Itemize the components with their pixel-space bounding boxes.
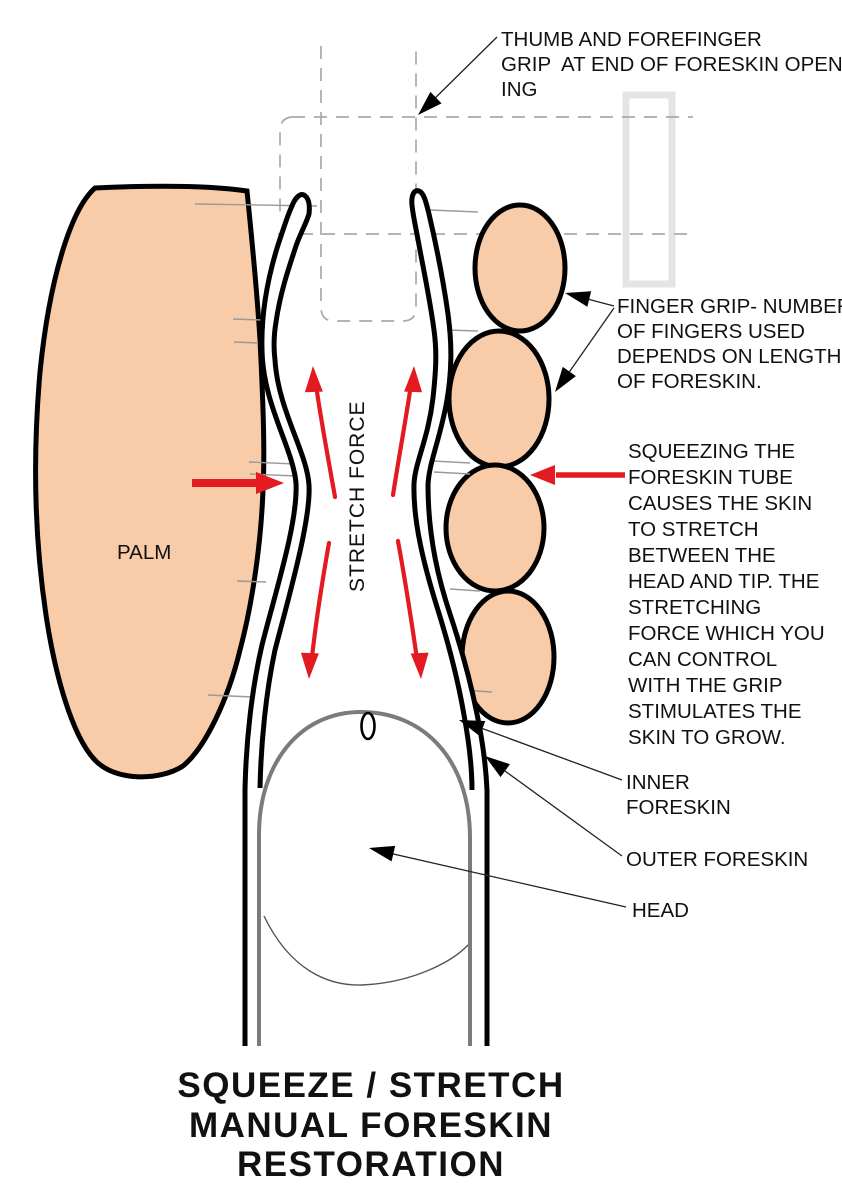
finger-ellipse-2 — [446, 328, 552, 470]
urethral-opening-shape — [360, 711, 376, 741]
leader-head — [379, 850, 627, 908]
arrowhead-head-icon — [369, 845, 396, 862]
stretch-arrow-down-right — [395, 538, 421, 669]
annotation-arrowheads — [369, 91, 592, 862]
annotation-squeezing-line-11: STIMULATES THE — [628, 700, 802, 723]
corona-line — [263, 915, 469, 986]
annotation-squeezing-line-2: FORESKIN TUBE — [628, 466, 793, 489]
annotation-leaders — [379, 36, 627, 908]
arrowhead-finger-grip-upper-icon — [565, 291, 592, 307]
squeeze-arrow-left-head — [256, 472, 284, 494]
squeeze-arrow-right-head — [530, 465, 555, 485]
annotation-finger-grip-line-1: FINGER GRIP- NUMBER — [617, 295, 842, 318]
connector-lines-right — [429, 209, 493, 693]
annotation-finger-grip-line-3: DEPENDS ON LENGTH — [617, 345, 841, 368]
palm-shape — [33, 183, 267, 780]
stretch-arrow-down-left — [308, 540, 332, 669]
label-outer-foreskin: OUTER FORESKIN — [626, 848, 808, 871]
annotation-finger-grip-line-4: OF FORESKIN. — [617, 370, 762, 393]
leader-inner-foreskin — [469, 723, 623, 781]
annotation-squeezing-line-7: STRETCHING — [628, 596, 761, 619]
annotation-squeezing-line-3: CAUSES THE SKIN — [628, 492, 812, 515]
arrowhead-inner-foreskin-icon — [459, 720, 486, 737]
annotation-squeezing-line-6: HEAD AND TIP. THE — [628, 570, 819, 593]
finger-ellipse-3 — [443, 462, 547, 594]
annotation-squeezing-line-9: CAN CONTROL — [628, 648, 777, 671]
annotation-thumb-grip-line-3: ING — [501, 78, 537, 101]
annotation-squeezing-line-4: TO STRETCH — [628, 518, 759, 541]
label-head: HEAD — [632, 899, 689, 922]
stretch-arrow-down-right-head — [410, 652, 429, 679]
label-inner-foreskin-line-1: INNER — [626, 771, 690, 794]
label-palm: PALM — [117, 541, 171, 564]
annotation-squeezing-line-1: SQUEEZING THE — [628, 440, 795, 463]
leader-finger-grip-lower — [562, 307, 615, 382]
finger-ellipse-1 — [472, 202, 568, 334]
annotation-squeezing-line-10: WITH THE GRIP — [628, 674, 783, 697]
arrowhead-outer-foreskin-icon — [485, 756, 510, 778]
squeeze-arrows — [192, 465, 625, 494]
diagram-title-line-1: SQUEEZE / STRETCH — [177, 1066, 564, 1105]
ghost-end-plate-shape — [622, 91, 676, 288]
leader-outer-foreskin — [493, 762, 623, 857]
tube-left-wall — [242, 192, 312, 1046]
diagram-title-line-2: MANUAL FORESKIN — [189, 1106, 553, 1145]
stretch-arrow-up-left — [312, 375, 338, 500]
annotation-finger-grip-line-2: OF FINGERS USED — [617, 320, 805, 343]
annotation-squeezing-line-12: SKIN TO GROW. — [628, 726, 786, 749]
annotation-squeezing-line-5: BETWEEN THE — [628, 544, 776, 567]
annotation-squeezing-line-8: FORCE WHICH YOU — [628, 622, 825, 645]
thumb-ghost-outline — [320, 44, 417, 322]
stretch-arrow-down-left-head — [300, 652, 319, 679]
annotation-thumb-grip-line-2: GRIP AT END OF FORESKIN OPEN- — [501, 53, 842, 76]
glans-outline — [257, 709, 472, 1046]
label-inner-foreskin-line-2: FORESKIN — [626, 796, 731, 819]
arrowhead-thumb-grip-icon — [418, 91, 442, 115]
arrowhead-finger-grip-lower-icon — [555, 366, 576, 392]
tube-right-wall — [409, 188, 490, 1046]
label-stretch-force: STRETCH FORCE — [346, 401, 369, 593]
stretch-arrow-up-right-head — [404, 366, 423, 393]
stretch-arrow-up-right — [390, 375, 415, 498]
annotation-thumb-grip-line-1: THUMB AND FOREFINGER — [501, 28, 762, 51]
diagram-title-line-3: RESTORATION — [237, 1145, 505, 1184]
stretch-arrow-up-left-head — [304, 366, 323, 393]
finger-grip-fingers — [443, 202, 568, 726]
stretch-arrow-heads — [300, 366, 429, 679]
forefinger-ghost-left-line — [279, 116, 293, 214]
